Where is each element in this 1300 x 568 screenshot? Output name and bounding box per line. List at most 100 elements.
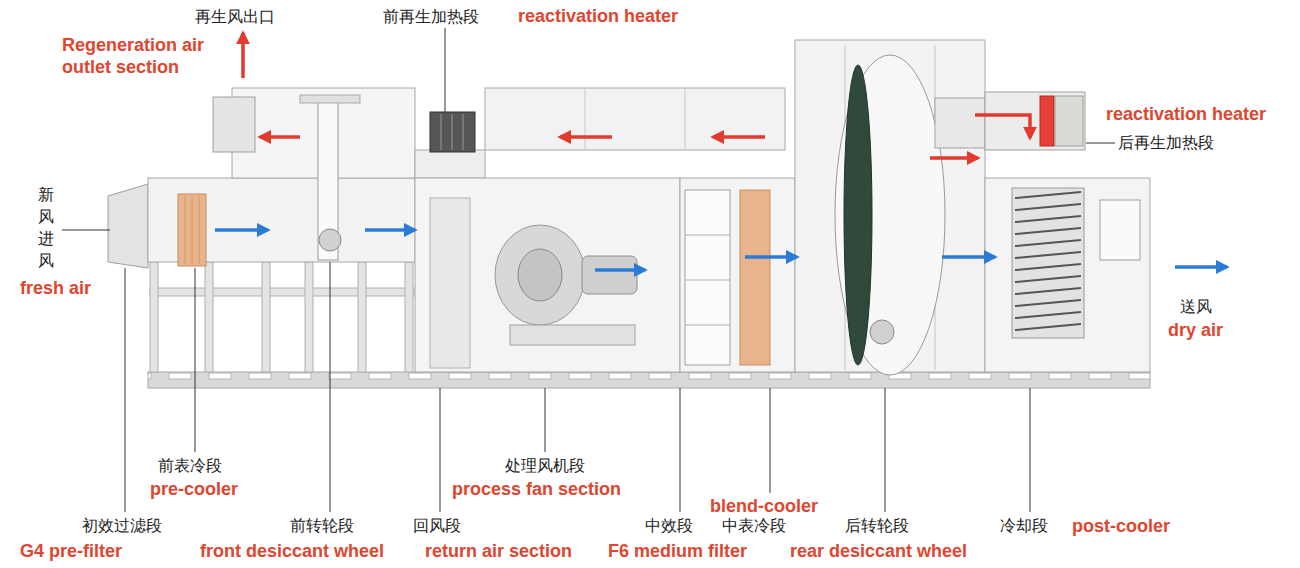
frame-leg xyxy=(205,262,213,372)
leader-line xyxy=(440,388,441,512)
outlet-window xyxy=(1100,200,1140,260)
post-cooler-louvers xyxy=(1015,192,1081,330)
frame-leg xyxy=(305,262,313,372)
leader-line xyxy=(330,262,331,512)
regeneration-outlet-arrow xyxy=(241,33,245,78)
post-cooler-coil xyxy=(1012,188,1084,338)
base-rail xyxy=(148,372,1150,388)
leader-line xyxy=(680,388,681,512)
chinese-part-label: 再生风出口 xyxy=(195,6,325,28)
english-part-label: return air section xyxy=(425,540,605,562)
pre-cooler-coil xyxy=(178,194,206,266)
duct-seam xyxy=(685,88,686,150)
frame-bar xyxy=(150,288,415,296)
heater-element xyxy=(463,114,464,150)
rear-desiccant-wheel xyxy=(835,55,945,375)
wheel-media-face xyxy=(844,65,872,365)
leader-line xyxy=(62,230,110,231)
filter-divider xyxy=(685,325,730,326)
leader-line xyxy=(885,388,886,512)
english-part-label: fresh air xyxy=(20,277,140,299)
regeneration-air-arrow xyxy=(260,135,300,139)
chinese-part-label: 送风 xyxy=(1180,296,1240,318)
english-part-label: rear desiccant wheel xyxy=(790,540,990,562)
coil-fin xyxy=(199,196,200,264)
leader-line xyxy=(1030,388,1031,512)
english-part-label: reactivation heater xyxy=(1106,103,1296,125)
wheel-frame xyxy=(300,95,360,103)
english-part-label: reactivation heater xyxy=(518,5,718,27)
process-air-arrow xyxy=(595,268,645,272)
english-part-label: blend-cooler xyxy=(710,495,840,517)
regeneration-air-arrow xyxy=(975,115,1030,138)
regeneration-air-arrow xyxy=(560,135,612,139)
pre-reactivation-heater xyxy=(430,112,475,152)
frame-leg xyxy=(405,262,413,372)
fan-section-casing xyxy=(415,178,680,372)
fan-motor xyxy=(582,256,637,294)
process-air-arrow xyxy=(365,228,415,232)
leader-line xyxy=(545,388,546,452)
regeneration-air-arrow xyxy=(930,156,978,160)
english-part-label: dry air xyxy=(1168,319,1268,341)
chinese-part-label: 中效段 xyxy=(645,515,715,537)
english-part-label: post-cooler xyxy=(1072,515,1202,537)
filter-section-casing xyxy=(680,178,795,372)
duct-plate xyxy=(415,150,485,178)
english-part-label: Regeneration air outlet section xyxy=(62,34,212,78)
process-air-arrow xyxy=(942,255,995,259)
english-part-label: front desiccant wheel xyxy=(200,540,410,562)
f6-filter xyxy=(685,190,730,365)
wheel-motor xyxy=(870,320,894,344)
heater-element xyxy=(452,114,453,150)
english-part-label: process fan section xyxy=(452,478,652,500)
frame-leg xyxy=(358,262,366,372)
post-heater-duct xyxy=(985,92,1085,150)
heater-end-block xyxy=(1055,96,1083,146)
fresh-air-hood xyxy=(108,184,148,268)
frame-leg xyxy=(150,262,158,372)
reactivation-duct xyxy=(485,88,785,150)
chinese-part-label: 后再生加热段 xyxy=(1118,132,1248,154)
chinese-part-label: 中表冷段 xyxy=(722,515,812,537)
dry-air-arrow xyxy=(1175,265,1227,269)
chinese-part-label: 初效过滤段 xyxy=(82,515,182,537)
leader-line xyxy=(125,268,126,512)
english-part-label: pre-cooler xyxy=(150,478,270,500)
fan-inlet xyxy=(518,249,562,301)
post-reactivation-heater xyxy=(1040,96,1054,146)
leader-line xyxy=(1086,143,1115,144)
coil-fin xyxy=(192,196,193,264)
process-air-arrow xyxy=(215,228,268,232)
wheel-motor xyxy=(319,229,341,251)
post-cooler-casing xyxy=(985,178,1150,372)
fan-base xyxy=(510,325,635,345)
leader-line xyxy=(770,388,771,493)
duct-seam xyxy=(585,88,586,150)
coil-fin xyxy=(185,196,186,264)
regeneration-air-arrow xyxy=(713,135,765,139)
filter-divider xyxy=(685,235,730,236)
leader-line xyxy=(195,268,196,452)
process-air-arrow xyxy=(745,255,797,259)
connection-duct xyxy=(935,98,985,148)
chinese-part-label: 新风进风 xyxy=(38,184,58,272)
chinese-part-label: 回风段 xyxy=(413,515,483,537)
filter-divider xyxy=(685,280,730,281)
chinese-part-label: 冷却段 xyxy=(1000,515,1070,537)
heater-element xyxy=(441,114,442,150)
fan-housing xyxy=(495,225,585,325)
leader-line xyxy=(445,28,446,112)
regeneration-outlet-duct xyxy=(213,97,255,152)
frame-leg xyxy=(262,262,270,372)
chinese-part-label: 前转轮段 xyxy=(290,515,380,537)
chinese-part-label: 前表冷段 xyxy=(158,455,258,477)
blend-cooler-coil xyxy=(740,190,770,365)
chinese-part-label: 前再生加热段 xyxy=(383,6,513,28)
english-part-label: F6 medium filter xyxy=(608,540,778,562)
chinese-part-label: 处理风机段 xyxy=(505,455,615,477)
english-part-label: G4 pre-filter xyxy=(20,540,150,562)
chinese-part-label: 后转轮段 xyxy=(845,515,935,537)
return-air-panel xyxy=(430,198,470,368)
